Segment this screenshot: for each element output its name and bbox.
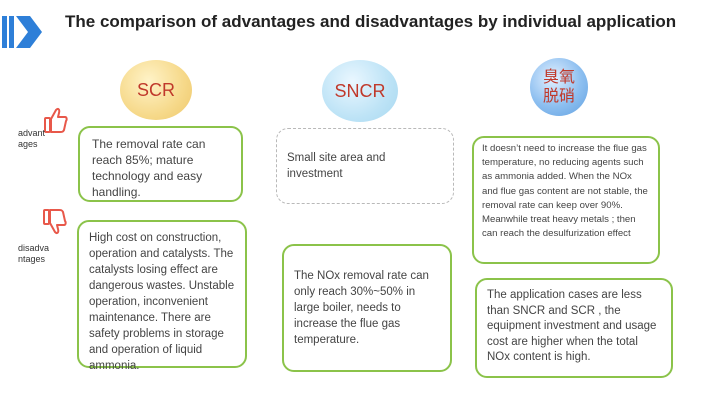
column-header-sncr: SNCR: [322, 60, 398, 122]
card-sncr-advantage-text: Small site area and investment: [287, 152, 386, 180]
thumbs-down-icon: [43, 208, 67, 236]
column-header-scr: SCR: [120, 60, 192, 120]
column-header-ozone: 臭氧 脱硝: [530, 58, 588, 116]
column-header-scr-label: SCR: [136, 79, 175, 100]
card-scr-disadvantage-text: High cost on construction, operation and…: [89, 232, 235, 372]
card-sncr-disadvantage: The NOx removal rate can only reach 30%~…: [282, 244, 452, 372]
chevron-logo-icon: [0, 12, 44, 52]
column-header-ozone-line2: 脱硝: [542, 88, 575, 105]
card-ozone-advantage-text: It doesn’t need to increase the flue gas…: [482, 143, 648, 240]
column-header-sncr-label: SNCR: [334, 80, 386, 101]
card-scr-advantage-text: The removal rate can reach 85%; mature t…: [92, 137, 206, 199]
card-sncr-advantage: Small site area and investment: [276, 128, 454, 204]
thumbs-up-icon: [44, 106, 68, 134]
card-ozone-advantage: It doesn’t need to increase the flue gas…: [472, 136, 660, 264]
card-scr-advantage: The removal rate can reach 85%; mature t…: [78, 126, 243, 202]
row-label-disadvantages: disadva ntages: [18, 243, 50, 264]
card-ozone-disadvantage: The application cases are less than SNCR…: [475, 278, 673, 378]
card-sncr-disadvantage-text: The NOx removal rate can only reach 30%~…: [294, 270, 429, 346]
card-scr-disadvantage: High cost on construction, operation and…: [77, 220, 247, 372]
page-title: The comparison of advantages and disadva…: [65, 12, 677, 31]
card-ozone-disadvantage-text: The application cases are less than SNCR…: [487, 289, 657, 363]
column-header-ozone-line1: 臭氧: [542, 69, 575, 86]
row-label-advantages: advant ages: [18, 128, 46, 149]
